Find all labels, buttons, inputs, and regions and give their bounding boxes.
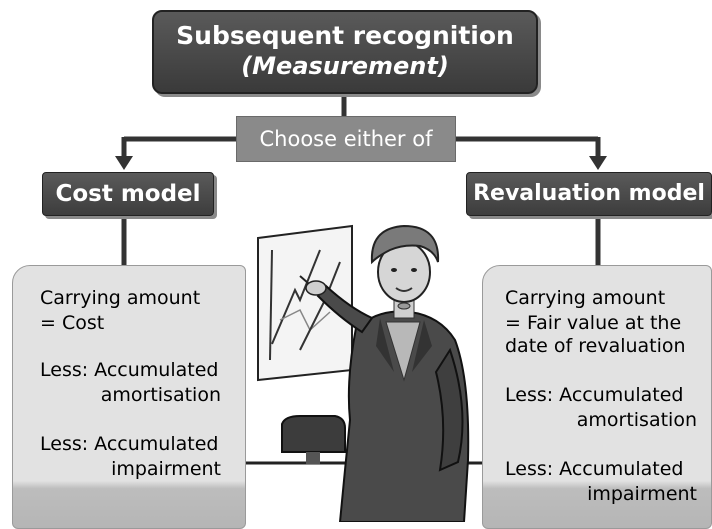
reval-line5: amortisation <box>576 409 697 431</box>
revaluation-model-panel: Carrying amount = Fair value at the date… <box>482 265 712 529</box>
title-line1: Subsequent recognition <box>176 21 514 50</box>
cost-line6: impairment <box>111 458 221 480</box>
reval-line4: Less: Accumulated <box>505 384 684 406</box>
cost-model-panel: Carrying amount = Cost Less: Accumulated… <box>12 265 246 529</box>
reval-line7: impairment <box>587 483 697 505</box>
cost-line1: Carrying amount <box>40 287 201 309</box>
cost-line2: = Cost <box>40 312 105 334</box>
reval-line1: Carrying amount <box>505 287 666 309</box>
title-box: Subsequent recognition (Measurement) <box>152 10 538 94</box>
revaluation-model-box: Revaluation model <box>466 172 712 216</box>
reval-line3: date of revaluation <box>505 335 686 357</box>
reval-line6: Less: Accumulated <box>505 458 684 480</box>
cost-model-box: Cost model <box>42 172 214 216</box>
cost-line4: amortisation <box>100 384 221 406</box>
presenter-hair <box>370 224 440 265</box>
title-line2: (Measurement) <box>241 52 449 80</box>
cost-line3: Less: Accumulated <box>40 359 219 381</box>
choose-box: Choose either of <box>236 116 456 162</box>
presenter-illustration <box>244 224 482 522</box>
cost-line5: Less: Accumulated <box>40 433 219 455</box>
arrow-right-icon <box>589 156 607 170</box>
table-object <box>281 415 346 453</box>
arrow-left-icon <box>115 156 133 170</box>
reval-line2: = Fair value at the <box>505 312 682 334</box>
